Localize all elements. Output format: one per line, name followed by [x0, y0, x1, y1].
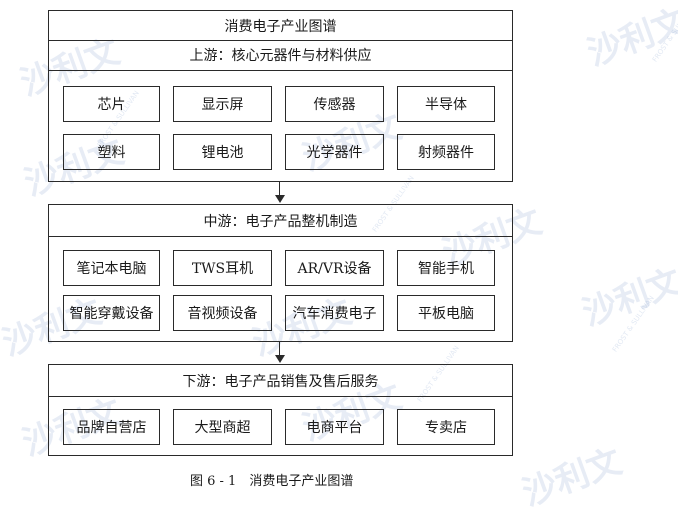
downstream-item: 品牌自营店 — [63, 409, 160, 445]
diagram-title: 消费电子产业图谱 — [49, 11, 512, 41]
downstream-frame: 下游：电子产品销售及售后服务 品牌自营店 大型商超 电商平台 专卖店 — [48, 364, 513, 456]
figure-caption: 图 6 - 1 消费电子产业图谱 — [190, 474, 354, 489]
midstream-item: 音视频设备 — [173, 295, 272, 331]
watermark-logo: 沙利文 — [582, 1, 678, 75]
upstream-item: 芯片 — [63, 86, 160, 122]
midstream-item: AR/VR设备 — [285, 250, 384, 286]
watermark-small-text: FROST & SULLIVAN — [610, 294, 656, 354]
watermark-small-text: FROST & SULLIVAN — [650, 4, 678, 64]
downstream-item: 专卖店 — [397, 409, 495, 445]
downstream-item: 大型商超 — [173, 409, 272, 445]
upstream-item: 光学器件 — [285, 134, 384, 170]
upstream-item: 塑料 — [63, 134, 160, 170]
midstream-item: 智能穿戴设备 — [63, 295, 160, 331]
watermark-logo: 沙利文 — [577, 261, 678, 335]
upstream-item: 半导体 — [397, 86, 495, 122]
midstream-header: 中游：电子产品整机制造 — [49, 205, 512, 237]
watermark-logo: 沙利文 — [517, 441, 627, 515]
downstream-item: 电商平台 — [285, 409, 384, 445]
flow-arrow-line — [279, 342, 280, 355]
downstream-header: 下游：电子产品销售及售后服务 — [49, 365, 512, 397]
flow-arrow-head — [275, 195, 285, 203]
upstream-item: 锂电池 — [173, 134, 272, 170]
midstream-item: TWS耳机 — [173, 250, 272, 286]
midstream-frame: 中游：电子产品整机制造 笔记本电脑 TWS耳机 AR/VR设备 智能手机 智能穿… — [48, 204, 513, 342]
midstream-item: 笔记本电脑 — [63, 250, 160, 286]
upstream-item: 显示屏 — [173, 86, 272, 122]
midstream-item: 智能手机 — [397, 250, 495, 286]
flow-arrow-head — [275, 355, 285, 363]
midstream-item: 汽车消费电子 — [285, 295, 384, 331]
upstream-item: 射频器件 — [397, 134, 495, 170]
flow-arrow-line — [279, 182, 280, 195]
upstream-item: 传感器 — [285, 86, 384, 122]
midstream-item: 平板电脑 — [397, 295, 495, 331]
upstream-frame: 消费电子产业图谱 上游：核心元器件与材料供应 芯片 显示屏 传感器 半导体 塑料… — [48, 10, 513, 182]
upstream-header: 上游：核心元器件与材料供应 — [49, 40, 512, 71]
